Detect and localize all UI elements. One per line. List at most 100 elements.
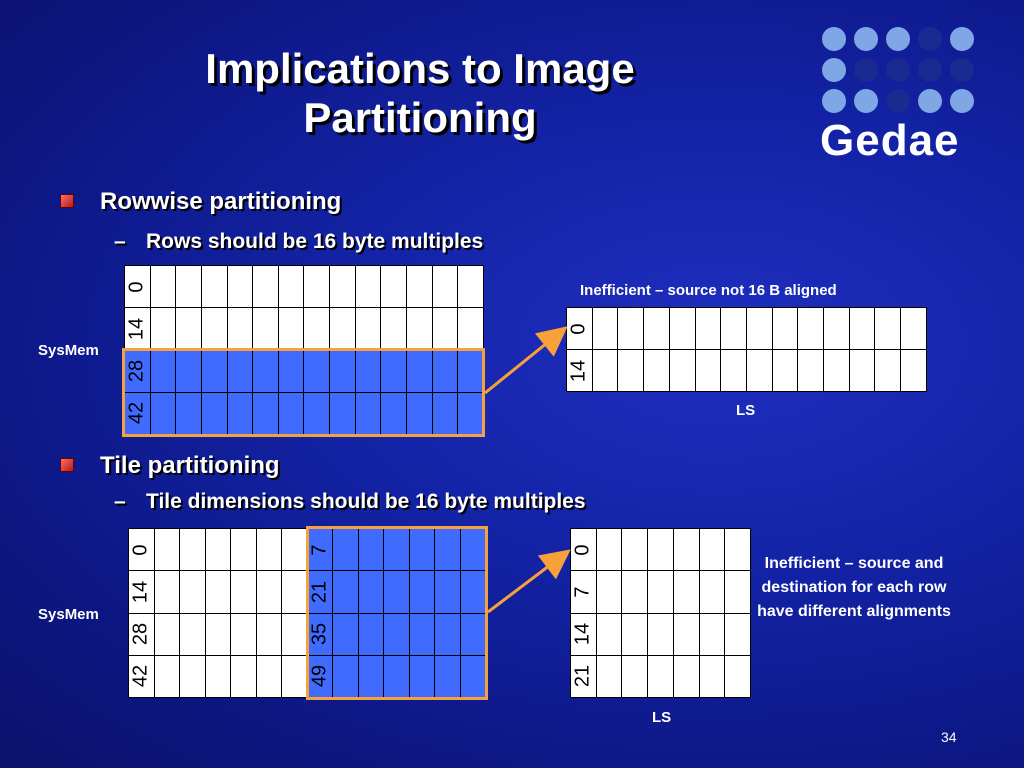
grid-cell [303, 349, 331, 393]
grid-cell [771, 349, 799, 392]
title-line-1: Implications to Image [205, 45, 635, 92]
grid-row: 21 [570, 654, 751, 699]
offset-cell: 14 [566, 349, 593, 392]
grid-row: 0 [124, 264, 484, 309]
grid-cell [281, 612, 308, 656]
grid-cell [357, 612, 384, 656]
grid-cell [179, 527, 206, 572]
grid-cell [179, 612, 206, 656]
grid-cell [252, 264, 279, 309]
grid-cell [383, 654, 410, 699]
grid-cell [380, 349, 408, 393]
grid-cell [848, 349, 876, 392]
grid-cell [647, 527, 674, 572]
bullet-square-icon [60, 458, 74, 472]
grid-cell [720, 307, 747, 350]
grid-cell [380, 307, 408, 351]
sub-rowwise-text: Rows should be 16 byte multiples [146, 230, 484, 253]
grid-cell [303, 307, 331, 351]
grid-row: 0 [570, 527, 751, 572]
grid-cell [200, 391, 228, 436]
grid-row: 14 [570, 612, 751, 656]
grid-cell [823, 349, 850, 392]
grid-cell [591, 349, 619, 392]
grid-row: 7 [570, 570, 751, 614]
grid-row: 42 [124, 391, 484, 436]
offset-cell: 35 [306, 612, 333, 656]
grid-cell [621, 527, 649, 572]
grid-cell [621, 612, 649, 656]
rowwise-arrow-icon [484, 326, 568, 395]
grid-cell [457, 307, 484, 351]
bullet-rowwise: Rowwise partitioning [60, 188, 341, 216]
grid-cell [668, 307, 696, 350]
grid-cell [175, 391, 202, 436]
logo-dots-icon [822, 27, 974, 113]
grid-cell [226, 264, 254, 309]
grid-cell [149, 264, 177, 309]
grid-cell [329, 349, 356, 393]
grid-cell [406, 391, 433, 436]
grid-cell [277, 391, 305, 436]
grid-cell [204, 612, 231, 656]
grid-cell [357, 527, 384, 572]
grid-cell [617, 349, 645, 392]
tile-callout: Inefficient – source and destination for… [757, 555, 951, 620]
grid-cell [698, 654, 726, 699]
grid-cell [874, 307, 902, 350]
grid-cell [457, 391, 484, 436]
grid-cell [354, 349, 382, 393]
sub-tile: – Tile dimensions should be 16 byte mult… [114, 490, 586, 514]
grid-cell [431, 391, 459, 436]
grid-cell [408, 527, 435, 572]
grid-cell [406, 264, 433, 309]
grid-cell [720, 349, 747, 392]
grid-cell [252, 391, 279, 436]
grid-cell [406, 307, 433, 351]
grid-cell [745, 349, 773, 392]
offset-cell: 14 [570, 612, 597, 656]
grid-cell [255, 570, 282, 614]
rowwise-ls-caption: Inefficient – source not 16 B aligned [580, 282, 837, 299]
dash-icon: – [114, 490, 126, 513]
grid-cell [745, 307, 773, 350]
grid-cell [303, 391, 331, 436]
grid-cell [200, 307, 228, 351]
grid-cell [255, 612, 282, 656]
rowwise-ls-label: LS [736, 402, 756, 419]
offset-cell: 14 [128, 570, 155, 614]
grid-cell [643, 349, 670, 392]
grid-cell [204, 654, 231, 699]
grid-cell [226, 349, 254, 393]
grid-cell [457, 264, 484, 309]
tile-sysmem-label: SysMem [38, 606, 99, 623]
grid-cell [281, 527, 308, 572]
grid-cell [900, 307, 927, 350]
offset-cell: 7 [570, 570, 597, 614]
grid-cell [149, 307, 177, 351]
grid-cell [179, 570, 206, 614]
grid-cell [354, 264, 382, 309]
grid-cell [724, 570, 751, 614]
grid-cell [459, 612, 486, 656]
grid-cell [204, 570, 231, 614]
grid-cell [434, 527, 461, 572]
grid-cell [848, 307, 876, 350]
grid-cell [149, 349, 177, 393]
grid-cell [617, 307, 645, 350]
rowwise-sysmem-label: SysMem [38, 342, 99, 359]
grid-cell [595, 570, 623, 614]
grid-cell [459, 654, 486, 699]
bullet-square-icon [60, 194, 74, 208]
grid-cell [724, 527, 751, 572]
logo-wordmark: Gedae [820, 116, 960, 165]
sub-rowwise: – Rows should be 16 byte multiples [114, 230, 484, 254]
grid-cell [153, 527, 180, 572]
grid-cell [252, 349, 279, 393]
grid-cell [354, 391, 382, 436]
grid-cell [434, 612, 461, 656]
offset-cell: 0 [128, 527, 155, 572]
